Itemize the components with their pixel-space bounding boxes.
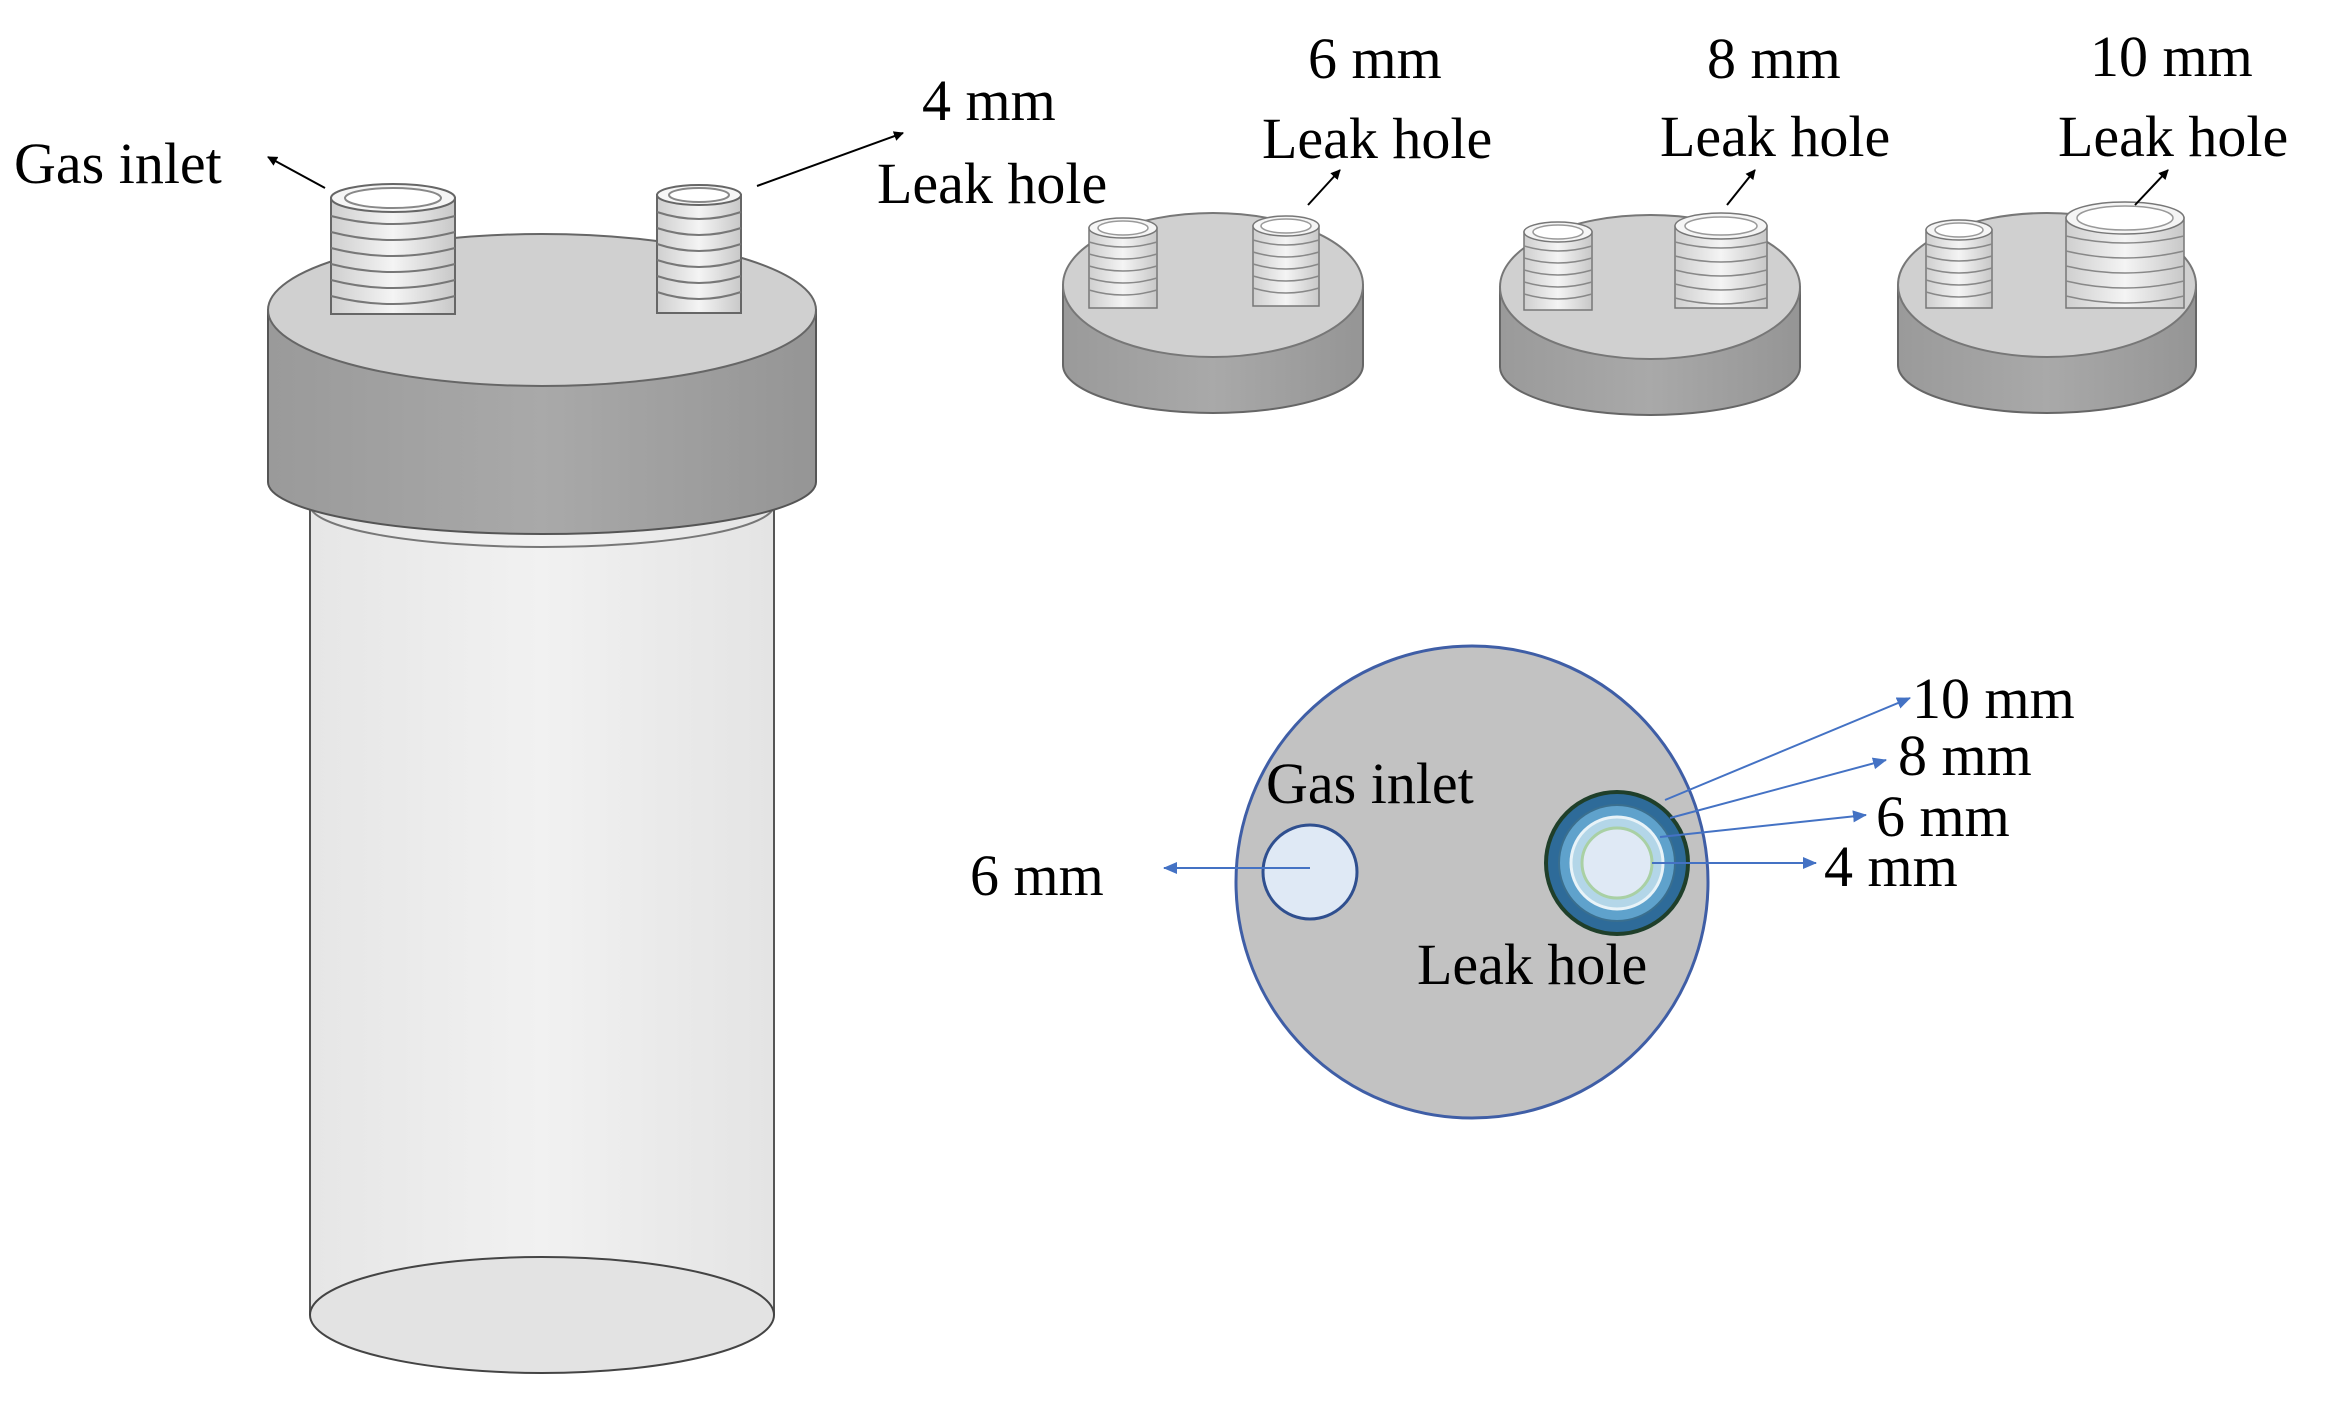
cap-6mm-inlet-fitting (1088, 217, 1158, 309)
ring-8mm-label: 8 mm (1898, 723, 2032, 788)
ring-8mm-arrow (1669, 757, 1887, 819)
cap-10mm-size-label: 10 mm (2090, 24, 2253, 89)
leak-hole-rings (1544, 790, 1690, 936)
cap-6mm-arrow (1307, 169, 1341, 206)
ring-6mm-label: 6 mm (1876, 784, 2010, 849)
leak-hole-fitting-4mm (656, 184, 742, 314)
ring-10mm-label: 10 mm (1912, 666, 2075, 731)
ring-4mm-label: 4 mm (1824, 834, 1958, 899)
cap-8mm-inlet-fitting (1523, 221, 1593, 311)
top-view-leak-hole-label: Leak hole (1417, 932, 1647, 997)
top-view-disk (1234, 644, 1710, 1120)
gas-inlet-label: Gas inlet (14, 131, 222, 196)
top-view: Gas inlet 6 mm Leak hole 10 mm 8 mm 6 mm… (970, 644, 2075, 1120)
gas-inlet-fitting (330, 183, 456, 315)
cap-6mm-leak-fitting (1252, 215, 1320, 307)
main-assembly: Gas inlet 4 mm Leak hole (14, 68, 1107, 1374)
top-view-inlet-size-label: 6 mm (970, 843, 1104, 908)
cap-6mm-size-label: 6 mm (1308, 26, 1442, 91)
cap-6mm-leak-hole-label: Leak hole (1262, 106, 1492, 171)
cap-6mm: 6 mm Leak hole (1062, 26, 1492, 414)
leak-hole-label: Leak hole (877, 151, 1107, 216)
cap-8mm: 8 mm Leak hole (1499, 26, 1890, 416)
ring-10mm-arrow (1664, 697, 1911, 801)
gas-inlet-arrow (267, 156, 326, 189)
cap-8mm-arrow (1726, 169, 1756, 206)
leak-size-4mm-label: 4 mm (922, 68, 1056, 133)
cap-10mm-leak-hole-label: Leak hole (2058, 104, 2288, 169)
cap-10mm-arrow (2134, 169, 2169, 206)
gas-inlet-hole (1261, 823, 1359, 921)
leak-hole-4mm-arrow (756, 131, 904, 187)
top-view-gas-inlet-label: Gas inlet (1266, 751, 1474, 816)
cap-8mm-size-label: 8 mm (1707, 26, 1841, 91)
ring-6mm-arrow (1659, 810, 1867, 838)
cap-10mm: 10 mm Leak hole (1897, 24, 2288, 414)
cap-10mm-inlet-fitting (1925, 219, 1993, 309)
cap-8mm-leak-hole-label: Leak hole (1660, 104, 1890, 169)
cylinder-bottom (309, 1256, 775, 1374)
cap-8mm-leak-fitting (1674, 212, 1768, 309)
ring-4mm (1580, 826, 1654, 900)
cap-10mm-leak-fitting (2065, 201, 2185, 309)
cylinder-body (309, 504, 775, 1374)
